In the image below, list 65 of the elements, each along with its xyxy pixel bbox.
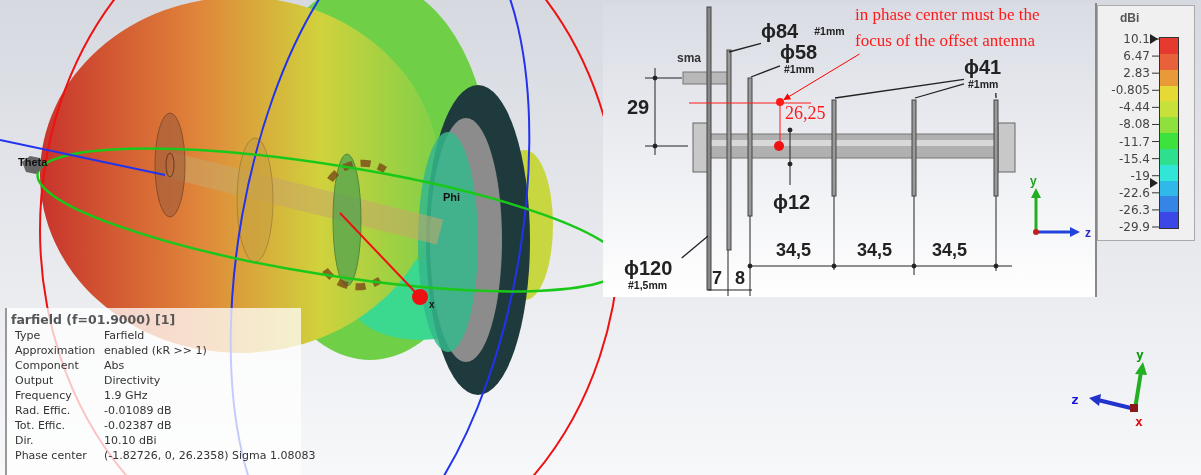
diameter-label: ϕ84 (761, 20, 799, 42)
thickness-label: #1,5mm (628, 279, 668, 291)
table-cell-text: -0.01089 dB (104, 403, 172, 419)
legend-label: -0.805 (1111, 84, 1150, 97)
dimension-label: 7 (712, 269, 722, 287)
leader-line (750, 65, 781, 78)
diameter-label: ϕ58 (780, 42, 818, 63)
axis-label: z (1071, 391, 1079, 409)
leader-line (728, 42, 762, 53)
dimension-label: 34,5 (776, 241, 812, 259)
legend-label: -26.3 (1118, 203, 1150, 216)
thickness-label: #1mm (814, 25, 845, 37)
unit-label: dBi (1120, 10, 1140, 27)
diameter-label: ϕ41 (964, 57, 1002, 78)
table-cell-text: Phase center (15, 448, 87, 464)
panel-title: farfield (f=01.9000) [1] (11, 311, 176, 329)
dimension-label: 34,5 (857, 241, 893, 259)
table-cell-text: Tot. Effic. (15, 418, 65, 434)
table-cell-text: enabled (kR >> 1) (104, 343, 207, 359)
leader-line (995, 92, 997, 99)
dimension-label: 8 (735, 269, 745, 287)
axis-label: x (1135, 413, 1143, 431)
legend-label: -15.4 (1118, 152, 1150, 165)
table-cell-text: Component (15, 358, 79, 374)
axis-label: y (1030, 173, 1037, 190)
dimension-label: ϕ12 (773, 192, 811, 212)
dimension-label: 29 (627, 97, 650, 117)
legend-label: -4.44 (1118, 101, 1150, 114)
axis-label: y (1136, 346, 1144, 364)
table-cell-text: -0.02387 dB (104, 418, 172, 434)
table-cell-text: 1.9 GHz (104, 388, 148, 404)
table-cell-text: Approximation (15, 343, 96, 359)
legend-label: -19 (1130, 169, 1150, 182)
thickness-label: #1mm (968, 78, 999, 90)
legend-label: -22.6 (1118, 186, 1150, 199)
axis-label: x (429, 298, 435, 312)
legend-label: -11.7 (1118, 135, 1150, 148)
axis-label: z (1085, 225, 1091, 242)
leader-line (681, 235, 709, 259)
table-cell-text: Dir. (15, 433, 34, 449)
legend-label: 10.1 (1123, 33, 1150, 45)
table-cell-text: Output (15, 373, 54, 389)
table-cell-text: Farfield (104, 328, 145, 344)
arrow (783, 53, 860, 101)
dimension-label: 34,5 (932, 241, 968, 259)
legend-label: 6.47 (1123, 50, 1150, 63)
thickness-label: #1mm (784, 63, 815, 75)
table-cell-text: Type (15, 328, 41, 344)
connector-label: sma (677, 50, 702, 67)
legend-label: 2.83 (1123, 67, 1150, 80)
table-cell-text: 10.10 dBi (104, 433, 157, 449)
legend-label: -29.9 (1118, 221, 1150, 233)
table-cell-text: Frequency (15, 388, 72, 404)
legend-label: -8.08 (1118, 118, 1150, 131)
dimension-label: 26,25 (785, 104, 826, 122)
axis-label: Phi (443, 190, 461, 205)
table-cell-text: Rad. Effic. (15, 403, 71, 419)
table-cell-text: Abs (104, 358, 125, 374)
table-cell-text: Directivity (104, 373, 161, 389)
leader-line (834, 78, 965, 99)
leader-line (914, 83, 965, 99)
phase-center-point (776, 98, 784, 106)
annotation-text: in phase center must be the focus of the offset antenna (855, 2, 1079, 54)
table-cell-text: (-1.82726, 0, 26.2358) Sigma 1.08083 (104, 448, 316, 464)
diameter-label: ϕ120 (624, 258, 673, 279)
